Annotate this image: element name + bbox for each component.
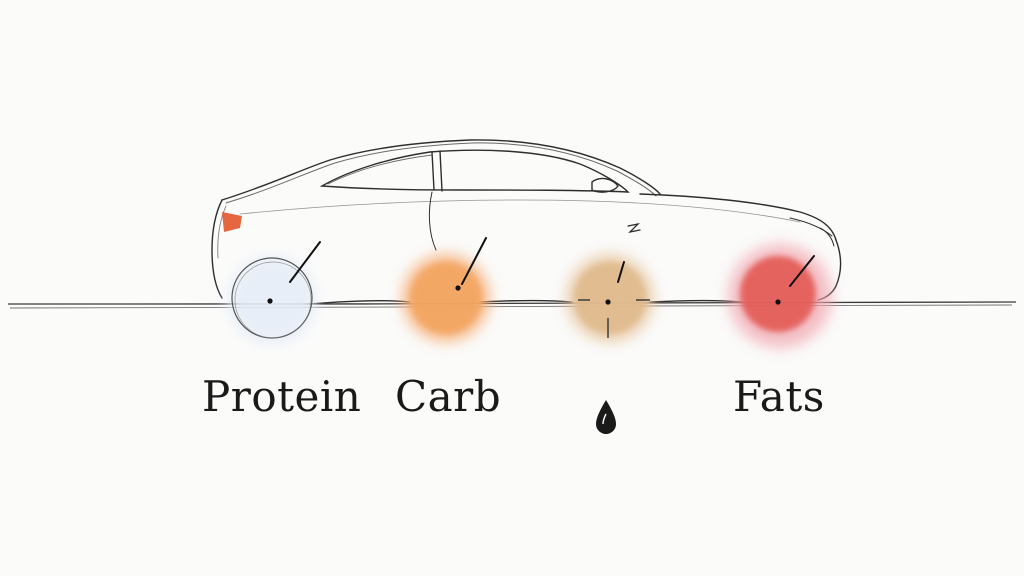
- ground-line: [7, 301, 1017, 309]
- label-fats: Fats: [733, 372, 825, 421]
- wheel-middle: [566, 254, 654, 342]
- wheel-fats: [728, 244, 832, 348]
- drop-icon: [596, 400, 616, 434]
- label-carb: Carb: [395, 372, 502, 421]
- wheel-carb: [402, 237, 490, 342]
- tail-light: [222, 212, 242, 232]
- car-outline: [211, 139, 842, 305]
- wheel-protein: [228, 241, 321, 344]
- label-protein: Protein: [202, 372, 362, 421]
